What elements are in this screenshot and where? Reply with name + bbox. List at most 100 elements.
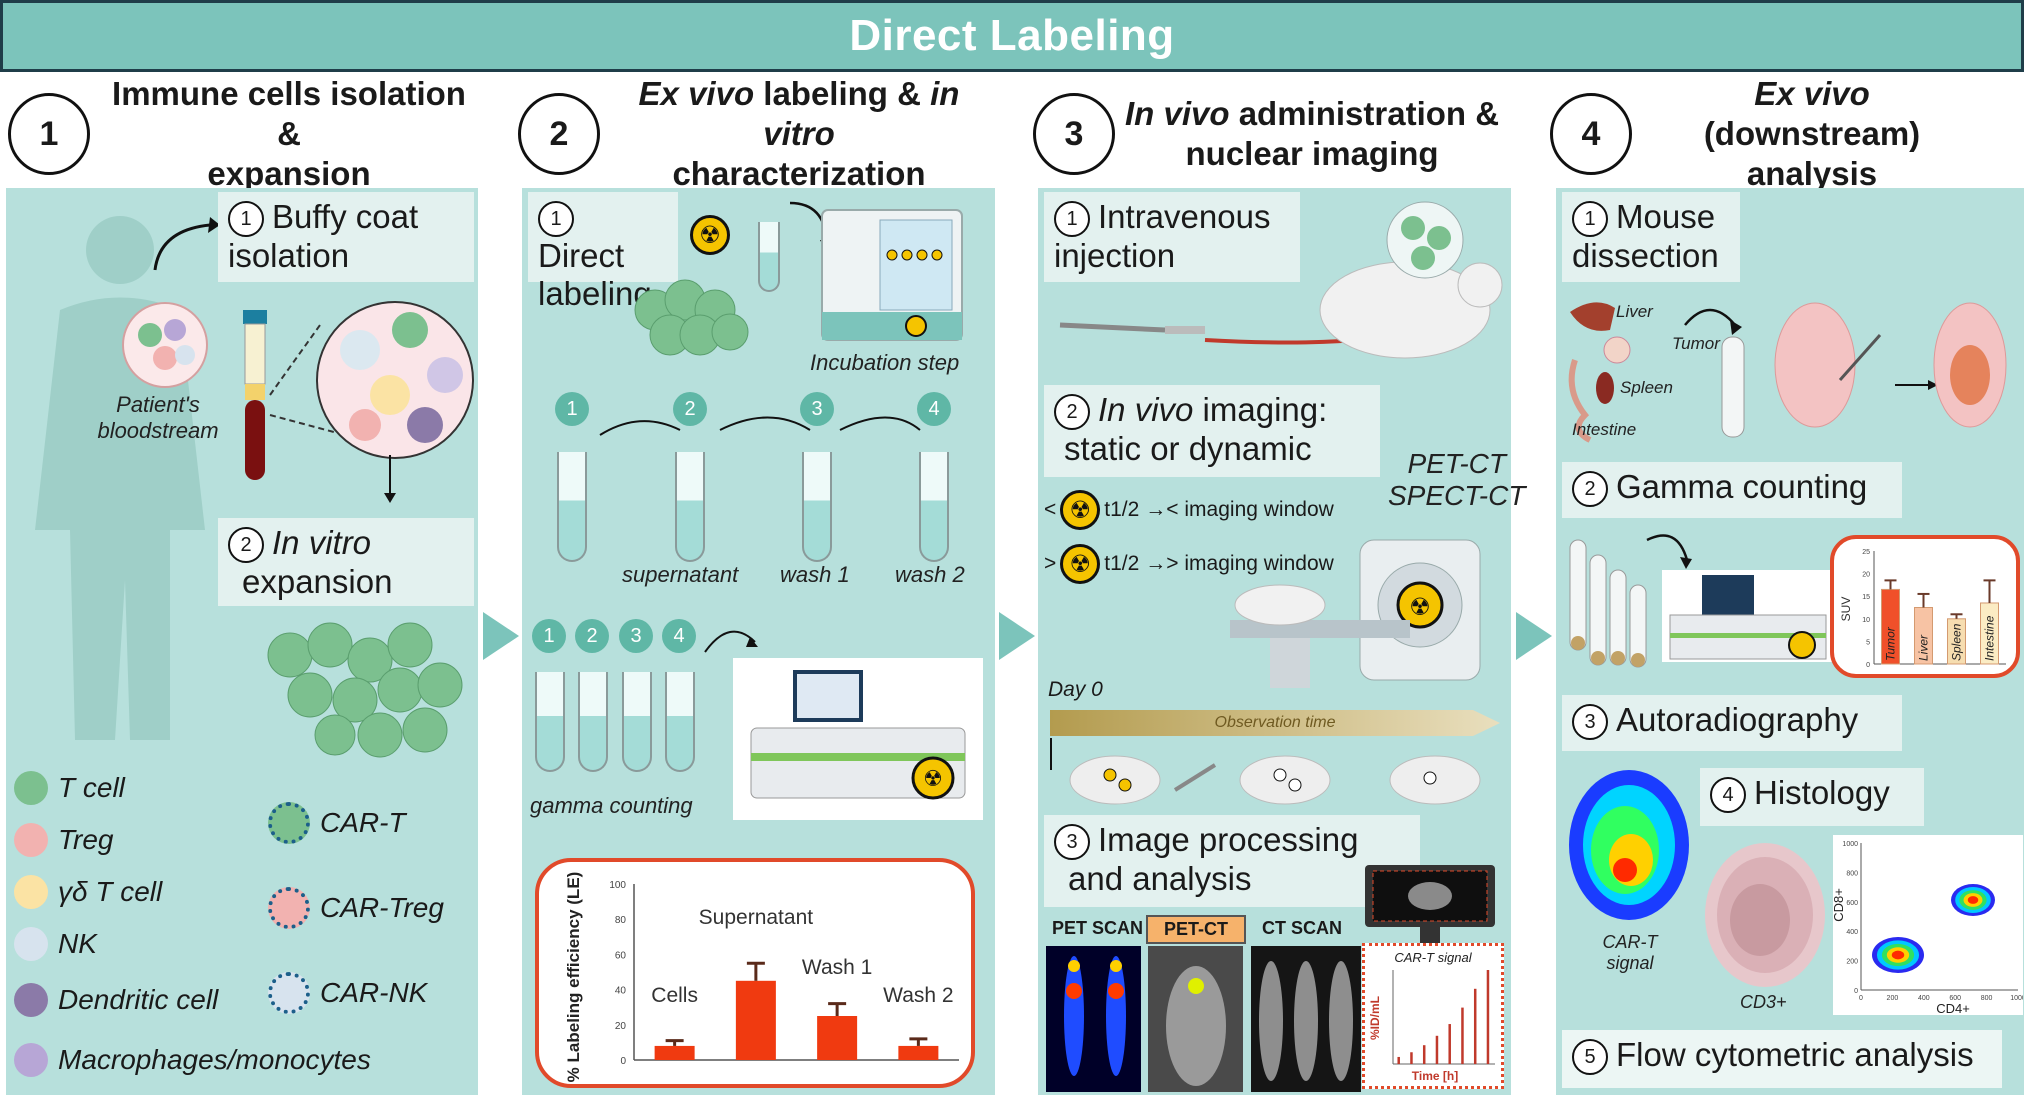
legend-t-cell: T cell bbox=[14, 762, 254, 814]
gd-t-cell-icon bbox=[14, 875, 48, 909]
gamma-step-1-badge: 1 bbox=[532, 619, 566, 653]
wash-step-3-badge: 3 bbox=[800, 392, 834, 426]
incubation-label: Incubation step bbox=[810, 350, 960, 375]
histology-image bbox=[1705, 843, 1825, 987]
title-banner: Direct Labeling bbox=[0, 0, 2024, 72]
x-axis-title: Time [h] bbox=[1412, 1069, 1458, 1083]
organ-intestine-label: Intestine bbox=[1572, 420, 1637, 439]
down-arrow-icon bbox=[384, 455, 396, 503]
legend-car-treg: CAR-Treg bbox=[268, 865, 468, 950]
bar bbox=[898, 1045, 939, 1060]
y-axis-title: %ID/mL bbox=[1368, 996, 1382, 1040]
car-treg-icon bbox=[268, 886, 310, 929]
radioactive-icon: ☢ bbox=[690, 215, 730, 255]
gamma-step-2-badge: 2 bbox=[575, 619, 609, 653]
gamma-tube-3 bbox=[622, 672, 652, 772]
organ-liver-label: Liver bbox=[1616, 302, 1653, 321]
x-tick-label: 1000 bbox=[2010, 995, 2023, 1002]
y-tick-label: 25 bbox=[1862, 549, 1870, 556]
organ-spleen-label: Spleen bbox=[1620, 378, 1673, 397]
blood-tube bbox=[243, 310, 267, 480]
chart-title: CAR-T signal bbox=[1394, 950, 1472, 965]
cd3-label: CD3+ bbox=[1740, 992, 1787, 1012]
y-tick-label: 10 bbox=[1862, 617, 1870, 624]
bar-label: Wash 1 bbox=[802, 956, 872, 979]
macrophage-icon bbox=[14, 1043, 48, 1077]
imaging-modalities: PET-CT SPECT-CT bbox=[1388, 448, 1526, 511]
gamma-step-4-badge: 4 bbox=[662, 619, 696, 653]
flow-arrow-2 bbox=[999, 612, 1035, 660]
organs-illustration bbox=[1568, 302, 1631, 443]
bar-label: Supernatant bbox=[699, 906, 814, 929]
legend-dendritic-cell: Dendritic cell bbox=[14, 970, 254, 1030]
y-tick-label: 0 bbox=[1866, 662, 1870, 669]
y-tick-label: 15 bbox=[1862, 594, 1870, 601]
flow-arrow-3 bbox=[1516, 612, 1552, 660]
bar-label: Wash 2 bbox=[883, 984, 953, 1007]
wash-arrows bbox=[599, 416, 921, 436]
ct-scan-label: CT SCAN bbox=[1262, 918, 1342, 938]
flow-cytometry-svg: 0200400600800100010008006004002000CD8+CD… bbox=[1831, 841, 2026, 1016]
legend-car-nk: CAR-NK bbox=[268, 950, 468, 1035]
flow-cytometry-plot: 0200400600800100010008006004002000CD8+CD… bbox=[1831, 835, 2026, 1016]
step-3-title: In vivo administration & nuclear imaging bbox=[1125, 95, 1500, 172]
curved-arrow-icon bbox=[704, 630, 758, 653]
y-axis-title: % Labeling efficiency (LE) bbox=[564, 872, 583, 1083]
density-contour bbox=[1967, 896, 1979, 904]
bar-label: Spleen bbox=[1950, 623, 1964, 661]
x-tick-label: 200 bbox=[1887, 995, 1899, 1002]
wash-tube-1 bbox=[557, 452, 587, 562]
bar-label: Intestine bbox=[1983, 615, 1997, 661]
svg-text:☢: ☢ bbox=[1409, 594, 1431, 621]
y-tick-label: 0 bbox=[1854, 988, 1858, 995]
y-tick-label: 5 bbox=[1866, 639, 1870, 646]
y-tick-label: 60 bbox=[615, 950, 627, 961]
wash-2-label: wash 2 bbox=[895, 562, 965, 587]
flow-arrow-1 bbox=[483, 612, 519, 660]
buffy-coat-zoom bbox=[269, 301, 474, 459]
organ-tumor-label: Tumor bbox=[1672, 334, 1720, 353]
y-tick-label: 800 bbox=[1846, 870, 1858, 877]
y-tick-label: 0 bbox=[620, 1056, 626, 1067]
y-tick-label: 400 bbox=[1846, 929, 1858, 936]
cell-type-legend: T cell Treg γδ T cell NK Dendritic cell … bbox=[14, 762, 371, 1090]
labeling-tube bbox=[758, 222, 780, 292]
rule-long-halflife: > ☢ t1/2 →> imaging window bbox=[1044, 544, 1334, 584]
expanded-cells-cluster bbox=[267, 622, 463, 758]
wash-tube-4 bbox=[919, 452, 949, 562]
pet-scan-label: PET SCAN bbox=[1052, 918, 1144, 938]
x-tick-label: 400 bbox=[1918, 995, 1930, 1002]
mouse-injection-illustration bbox=[1059, 201, 1503, 359]
density-contour bbox=[1891, 950, 1905, 960]
step-4-header: 4 Ex vivo (downstream) analysis bbox=[1550, 75, 2020, 192]
step-2-title: Ex vivo labeling & in vitro characteriza… bbox=[638, 75, 960, 192]
x-tick-label: 600 bbox=[1949, 995, 1961, 1002]
step-3-number: 3 bbox=[1033, 93, 1115, 175]
gamma-counting-label: gamma counting bbox=[530, 793, 693, 818]
curved-arrow-icon bbox=[153, 217, 220, 271]
bar-label: Liver bbox=[1917, 634, 1931, 661]
x-tick-label: 0 bbox=[1859, 995, 1863, 1002]
step-3-header: 3 In vivo administration & nuclear imagi… bbox=[1033, 84, 1503, 184]
patient-silhouette bbox=[35, 216, 205, 740]
car-t-signal-chart: CAR-T signal %ID/mL Time [h] bbox=[1362, 943, 1504, 1089]
car-nk-icon bbox=[268, 971, 310, 1014]
bar-label: Cells bbox=[651, 984, 698, 1007]
x-axis-title: CD4+ bbox=[1936, 1001, 1970, 1015]
y-tick-label: 20 bbox=[1862, 572, 1870, 579]
cell-pellet bbox=[634, 279, 749, 356]
bar bbox=[1473, 988, 1477, 1064]
bar bbox=[654, 1045, 695, 1060]
step-2-number: 2 bbox=[518, 93, 600, 175]
bar-label: Tumor bbox=[1884, 626, 1898, 661]
